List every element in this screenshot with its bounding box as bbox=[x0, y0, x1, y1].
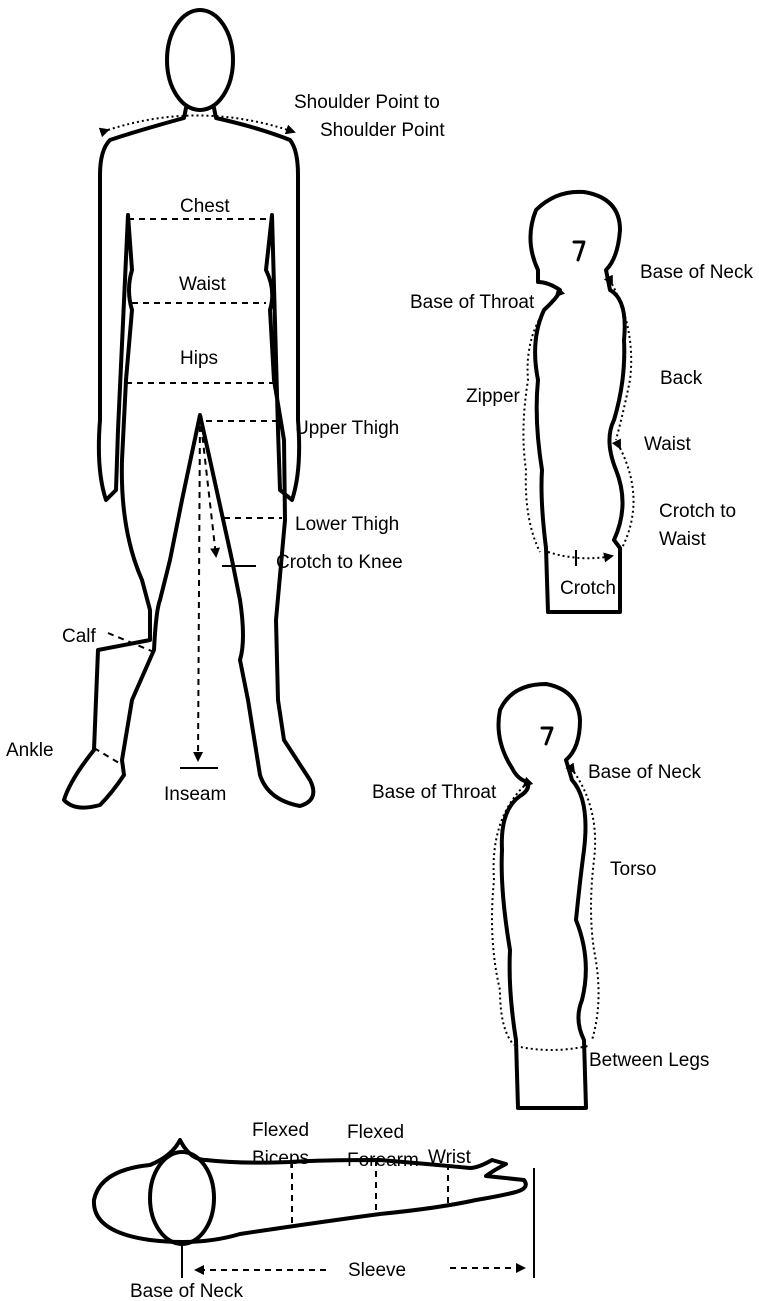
ankle-measure-line bbox=[94, 748, 124, 766]
crotch-to-knee-label: Crotch to Knee bbox=[276, 552, 403, 573]
crotch-to-waist-label-line2: Waist bbox=[659, 529, 707, 550]
waist-label: Waist bbox=[179, 274, 227, 295]
calf-label: Calf bbox=[62, 626, 97, 647]
side-figure-bottom: Base of Throat Base of Neck Torso Betwee… bbox=[372, 684, 709, 1108]
flexed-forearm-label-line1: Flexed bbox=[347, 1122, 404, 1143]
flexed-forearm-label-line2: Forearm bbox=[347, 1150, 419, 1171]
front-head bbox=[167, 10, 233, 110]
upper-thigh-label: Upper Thigh bbox=[295, 418, 399, 439]
side-top-base-of-throat-label: Base of Throat bbox=[410, 292, 535, 313]
front-body-figure: Shoulder Point to Shoulder Point Chest W… bbox=[6, 10, 445, 808]
arm-head-circle bbox=[150, 1152, 214, 1244]
side-top-back-label: Back bbox=[660, 368, 703, 389]
wrist-label: Wrist bbox=[428, 1147, 472, 1168]
chest-label: Chest bbox=[180, 196, 230, 217]
ankle-label: Ankle bbox=[6, 740, 54, 761]
crotch-to-waist-label-line1: Crotch to bbox=[659, 501, 736, 522]
shoulder-label-line1: Shoulder Point to bbox=[294, 92, 440, 113]
zipper-dotted-line bbox=[523, 296, 556, 552]
side-bottom-ear bbox=[542, 728, 552, 744]
side-figure-top: Base of Throat Base of Neck Back Zipper … bbox=[410, 192, 753, 612]
arm-figure: Flexed Biceps Flexed Forearm Wrist Sleev… bbox=[94, 1120, 534, 1301]
side-top-base-of-neck-label: Base of Neck bbox=[640, 262, 753, 283]
torso-front-dotted-line bbox=[492, 786, 524, 1045]
crotch-label: Crotch bbox=[560, 578, 616, 599]
flexed-biceps-label-line1: Flexed bbox=[252, 1120, 309, 1141]
side-bottom-base-of-neck-label: Base of Neck bbox=[588, 762, 701, 783]
between-legs-label: Between Legs bbox=[589, 1050, 709, 1071]
side-bottom-base-of-throat-label: Base of Throat bbox=[372, 782, 497, 803]
torso-label: Torso bbox=[610, 859, 656, 880]
side-top-outline bbox=[530, 192, 624, 612]
side-bottom-outline bbox=[499, 684, 587, 1108]
hips-label: Hips bbox=[180, 348, 218, 369]
crotch-dotted-line bbox=[548, 552, 612, 558]
side-top-waist-label: Waist bbox=[644, 434, 692, 455]
shoulder-label-line2: Shoulder Point bbox=[320, 120, 445, 141]
flexed-biceps-label-line2: Biceps bbox=[252, 1148, 309, 1169]
sleeve-label: Sleeve bbox=[348, 1260, 406, 1281]
lower-thigh-label: Lower Thigh bbox=[295, 514, 399, 535]
arm-base-of-neck-label: Base of Neck bbox=[130, 1281, 243, 1301]
inseam-label: Inseam bbox=[164, 784, 226, 805]
inseam-arrow bbox=[198, 415, 200, 760]
zipper-label: Zipper bbox=[466, 386, 521, 407]
between-legs-dotted-line bbox=[516, 1046, 588, 1050]
side-top-ear bbox=[574, 242, 584, 260]
